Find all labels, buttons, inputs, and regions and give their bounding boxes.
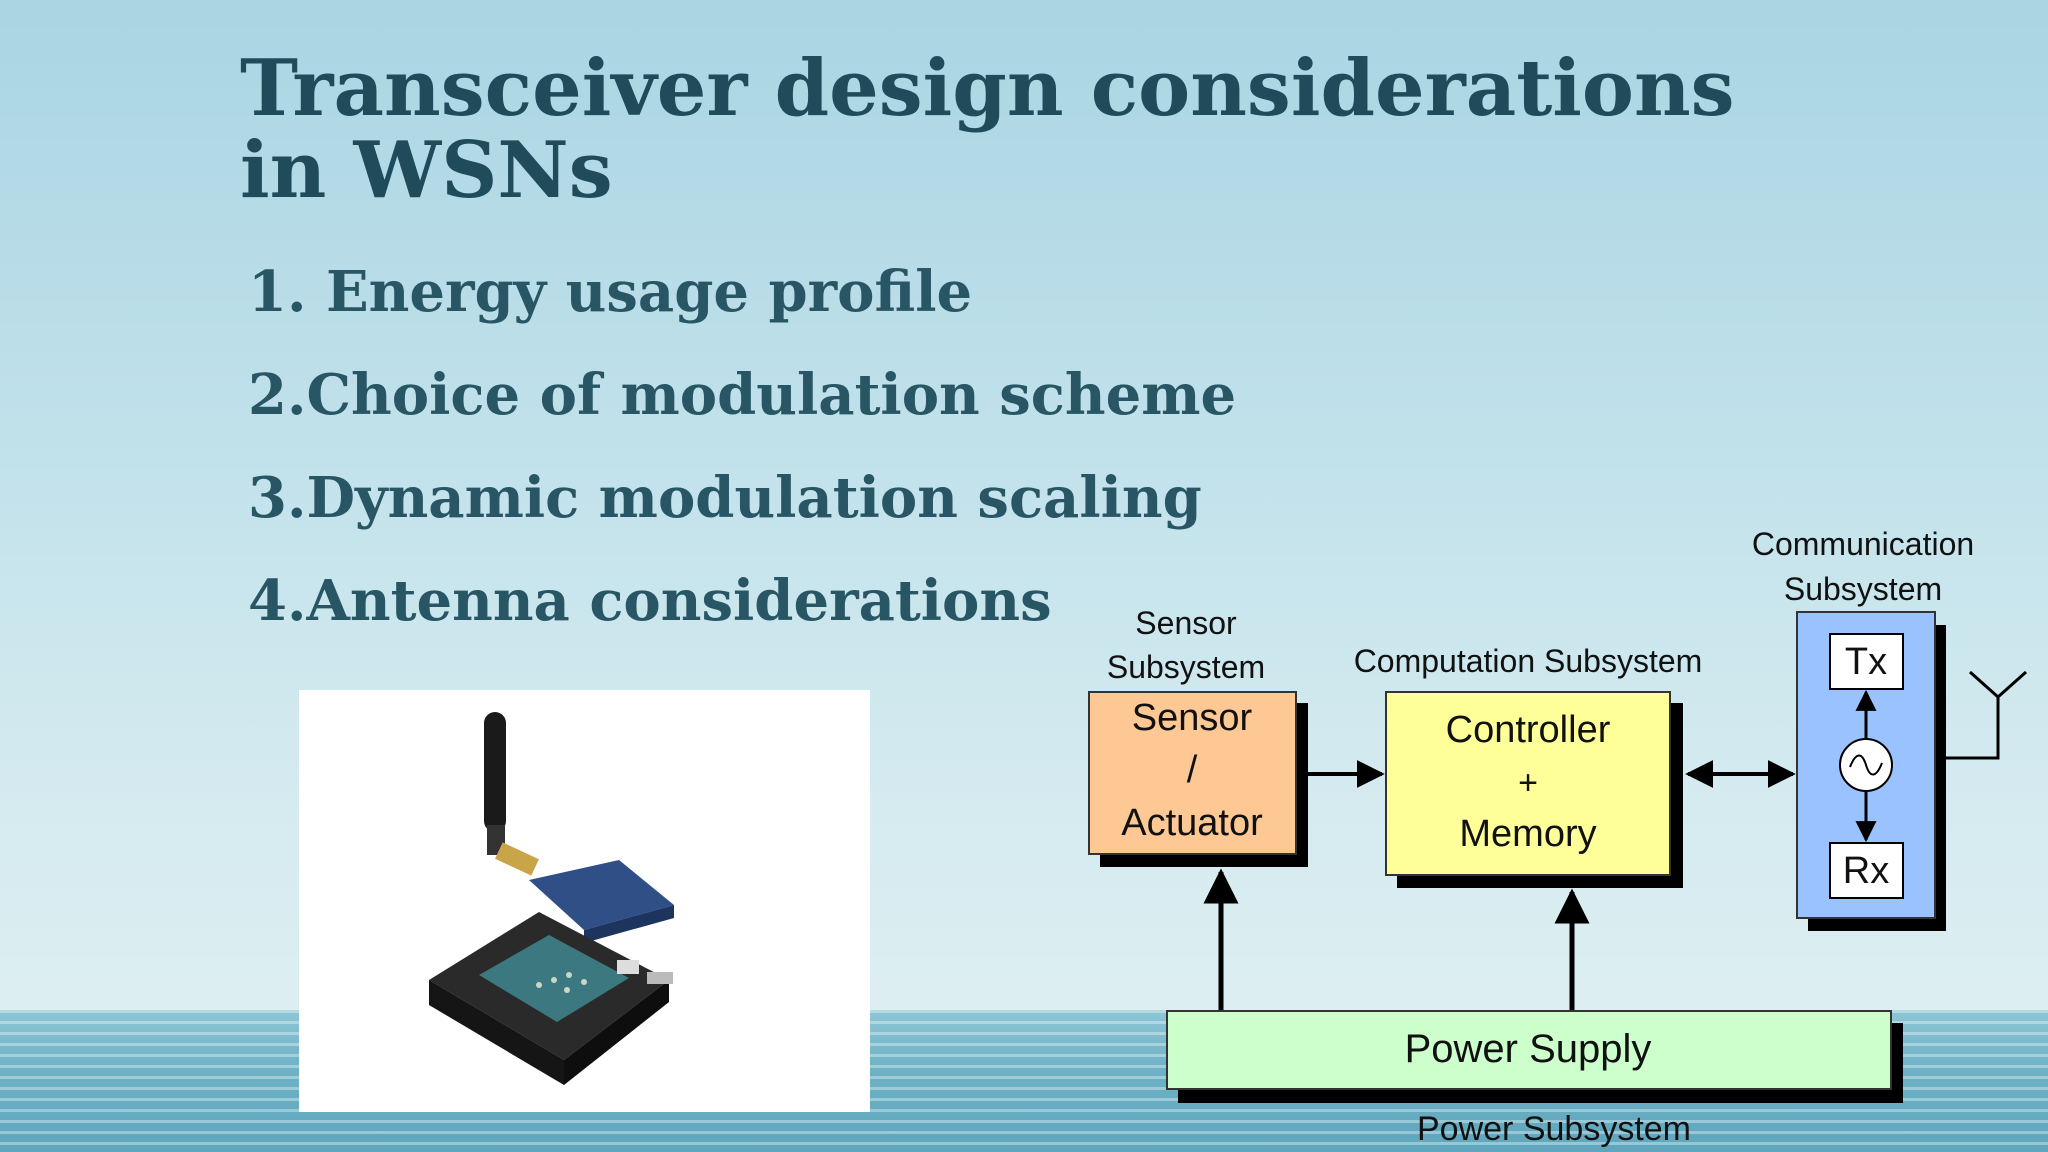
sensor-box-line-3: Actuator	[1121, 802, 1263, 844]
sensor-board-photo	[299, 690, 870, 1112]
controller-box-line-3: Memory	[1459, 813, 1596, 855]
controller-box-line-1: Controller	[1446, 709, 1611, 751]
power-supply-label: Power Supply	[1405, 1027, 1652, 1071]
controller-memory-box	[1385, 691, 1671, 876]
sensor-box-line-2: /	[1187, 749, 1198, 791]
sensor-box-line-1: Sensor	[1132, 697, 1253, 739]
tx-label: Tx	[1845, 641, 1887, 683]
sensor-board-icon	[429, 712, 674, 1085]
list-item: 1. Energy usage profile	[248, 259, 973, 325]
power-subsystem-label: Power Subsystem	[1417, 1110, 1691, 1148]
communication-subsystem-label-1: Communication	[1752, 526, 1974, 562]
antenna-icon	[1946, 697, 2000, 760]
sensor-actuator-box	[1088, 691, 1297, 855]
rx-label: Rx	[1843, 850, 1889, 892]
consideration-list: 1. Energy usage profile 2.Choice of modu…	[248, 262, 1236, 674]
list-item: 2.Choice of modulation scheme	[248, 362, 1237, 428]
sensor-subsystem-label-2: Subsystem	[1107, 649, 1265, 685]
list-item: 4.Antenna considerations	[248, 568, 1052, 634]
rx-box	[1829, 842, 1904, 899]
communication-subsystem-label-2: Subsystem	[1784, 571, 1942, 607]
computation-subsystem-label: Computation Subsystem	[1354, 643, 1703, 679]
tx-box	[1829, 633, 1904, 690]
controller-box-line-2: +	[1518, 764, 1538, 802]
slide-title: Transceiver design considerations in WSN…	[240, 43, 1735, 216]
list-item: 3.Dynamic modulation scaling	[248, 465, 1202, 531]
power-supply-box	[1166, 1010, 1892, 1090]
sensor-subsystem-label-1: Sensor	[1135, 605, 1237, 641]
